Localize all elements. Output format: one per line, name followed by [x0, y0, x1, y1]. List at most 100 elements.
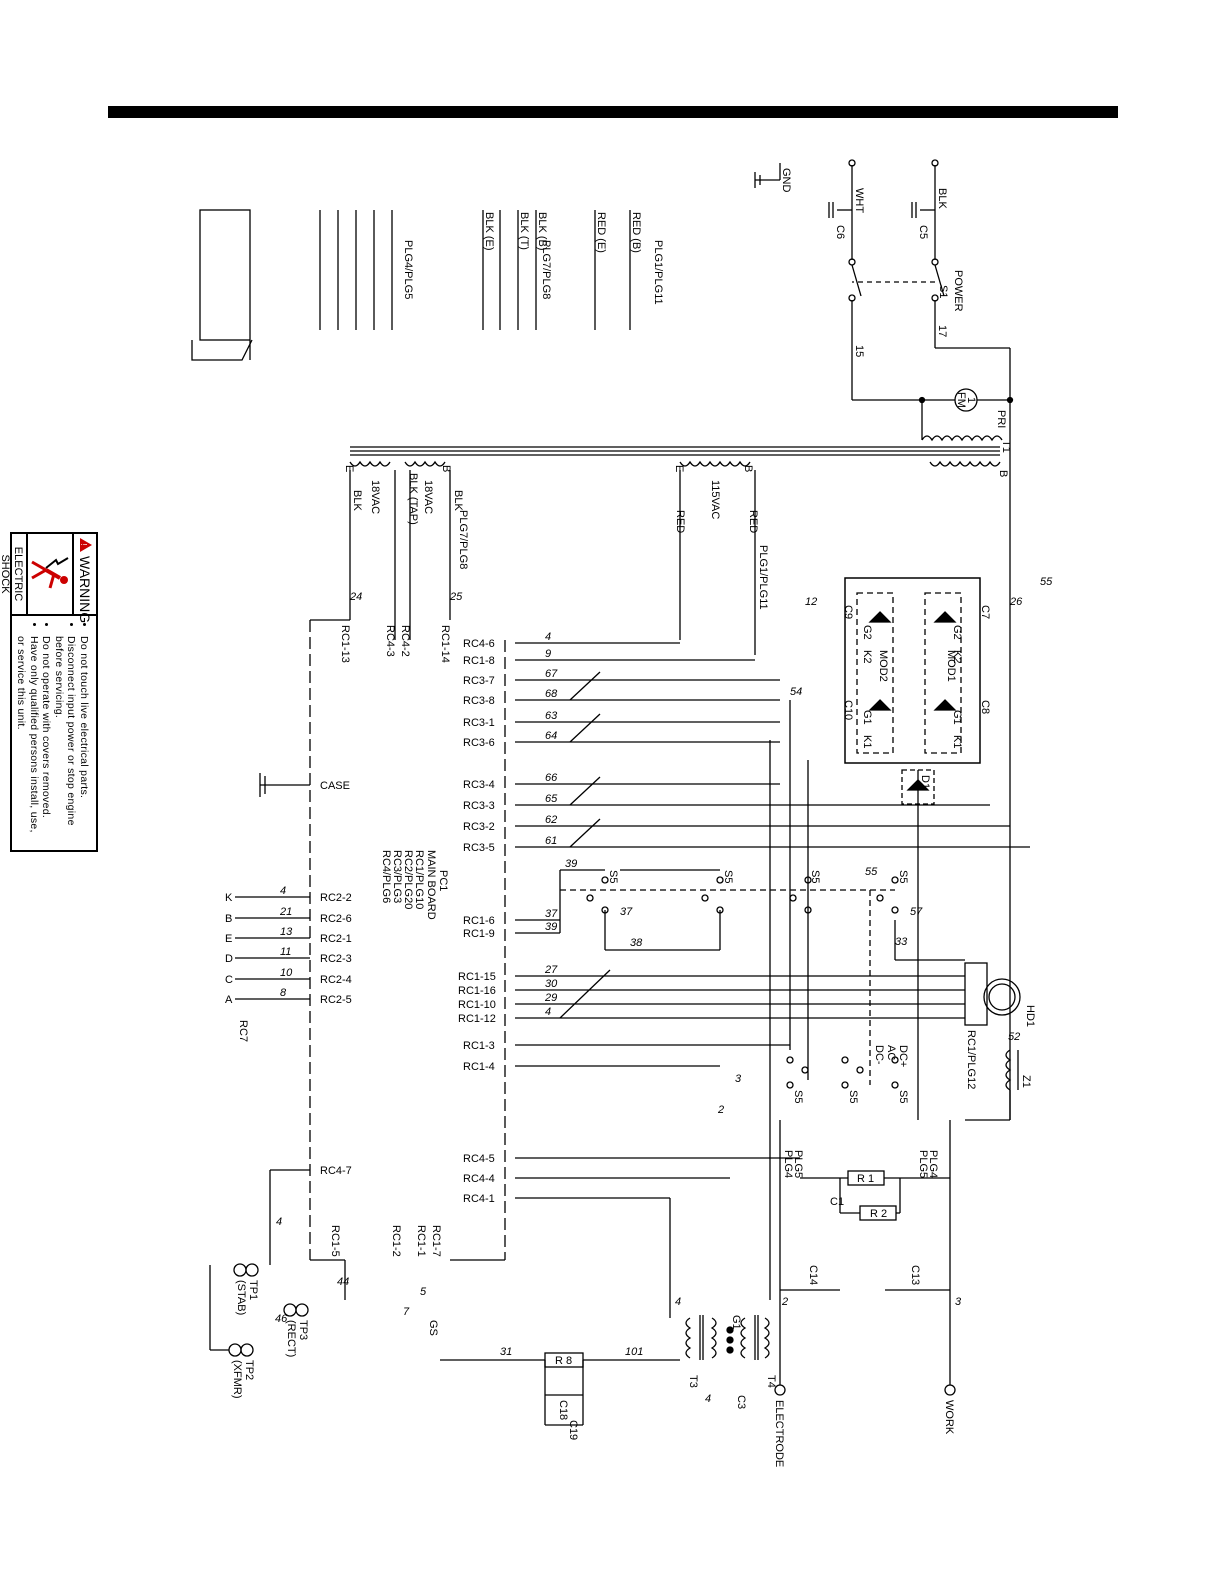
warning-instructions: Do not touch live electrical parts. Disc… [12, 616, 96, 850]
caption-line-1: ELECTRIC [12, 546, 24, 602]
svg-text:Z1: Z1 [1020, 1075, 1032, 1088]
svg-text:C: C [225, 974, 233, 986]
svg-text:RED: RED [674, 510, 686, 533]
svg-text:BLK (E): BLK (E) [483, 212, 495, 251]
svg-text:PC1: PC1 [437, 870, 449, 891]
svg-text:RC4-3: RC4-3 [384, 625, 396, 657]
svg-text:RC2-5: RC2-5 [320, 994, 352, 1006]
svg-text:RC4-6: RC4-6 [463, 638, 495, 650]
svg-text:PLG1/PLG11: PLG1/PLG11 [757, 545, 769, 610]
svg-text:12: 12 [805, 596, 817, 608]
electric-shock-warning-label: ! WARNING ELECTRIC SHOCK HAZARD Do not t… [0, 532, 98, 852]
svg-text:101: 101 [625, 1346, 643, 1358]
svg-text:26: 26 [1009, 596, 1023, 608]
svg-text:RC2/PLG20: RC2/PLG20 [402, 850, 414, 909]
svg-text:PLG5: PLG5 [917, 1150, 929, 1178]
svg-text:G1: G1 [730, 1315, 742, 1330]
svg-text:18VAC: 18VAC [369, 480, 381, 514]
svg-text:G1: G1 [951, 710, 963, 725]
svg-text:RED (E): RED (E) [595, 212, 607, 253]
svg-text:RC1-16: RC1-16 [458, 985, 496, 997]
svg-text:2: 2 [717, 1104, 724, 1116]
svg-text:RC1-3: RC1-3 [463, 1040, 495, 1052]
svg-text:61: 61 [545, 835, 557, 847]
svg-text:C13: C13 [909, 1265, 921, 1285]
svg-text:RC1-7: RC1-7 [430, 1225, 442, 1257]
svg-text:C10: C10 [842, 700, 854, 720]
svg-text:RC1-14: RC1-14 [439, 625, 451, 663]
svg-text:DC-: DC- [873, 1045, 885, 1065]
svg-text:RC4-5: RC4-5 [463, 1153, 495, 1165]
svg-text:C14: C14 [807, 1265, 819, 1285]
svg-text:RC1-1: RC1-1 [415, 1225, 427, 1257]
svg-text:PRI: PRI [995, 410, 1007, 428]
svg-text:E: E [343, 465, 355, 472]
svg-text:RC1-8: RC1-8 [463, 655, 495, 667]
svg-text:FM: FM [955, 392, 967, 408]
svg-text:55: 55 [865, 866, 878, 878]
svg-text:B: B [997, 470, 1009, 477]
svg-text:11: 11 [280, 946, 291, 958]
svg-text:115VAC: 115VAC [709, 480, 721, 519]
svg-text:AC: AC [885, 1045, 897, 1060]
svg-text:57: 57 [910, 906, 923, 918]
svg-text:T3: T3 [687, 1375, 699, 1388]
svg-text:A: A [225, 994, 233, 1006]
svg-text:52: 52 [1008, 1031, 1020, 1043]
svg-text:4: 4 [545, 631, 551, 643]
svg-text:BLK (TAP): BLK (TAP) [407, 473, 419, 525]
svg-text:RC3-7: RC3-7 [463, 675, 495, 687]
svg-text:D: D [225, 953, 233, 965]
svg-text:C7: C7 [979, 605, 991, 619]
svg-text:!: ! [80, 544, 88, 546]
svg-text:MOD2: MOD2 [877, 650, 889, 682]
svg-text:RC1-9: RC1-9 [463, 928, 495, 940]
svg-text:RC1-4: RC1-4 [463, 1061, 495, 1073]
svg-text:33: 33 [895, 936, 908, 948]
svg-text:RC4-2: RC4-2 [399, 625, 411, 657]
svg-text:C18: C18 [557, 1400, 569, 1420]
svg-text:PLG1/PLG11: PLG1/PLG11 [652, 240, 664, 305]
svg-text:RED: RED [747, 510, 759, 533]
warning-bullet: Have only qualified persons install, use… [15, 636, 41, 842]
svg-text:31: 31 [500, 1346, 512, 1358]
svg-text:WORK: WORK [943, 1400, 955, 1435]
svg-text:62: 62 [545, 814, 557, 826]
svg-text:C19: C19 [567, 1420, 579, 1440]
svg-text:CASE: CASE [320, 780, 350, 792]
svg-text:R 8: R 8 [555, 1355, 572, 1367]
svg-text:POWER: POWER [952, 270, 964, 312]
svg-text:HD1: HD1 [1024, 1005, 1036, 1027]
svg-text:B: B [440, 465, 452, 472]
svg-text:E: E [225, 933, 232, 945]
svg-text:K2: K2 [861, 650, 873, 663]
svg-text:67: 67 [545, 668, 558, 680]
warning-title: WARNING [77, 556, 93, 624]
svg-text:RC4/PLG6: RC4/PLG6 [380, 850, 392, 903]
svg-text:64: 64 [545, 730, 557, 742]
warning-bullet: Disconnect input power or stop engine be… [53, 636, 78, 842]
svg-text:RC2-4: RC2-4 [320, 974, 352, 986]
svg-text:RC4-4: RC4-4 [463, 1173, 495, 1185]
svg-text:25: 25 [449, 591, 463, 603]
svg-text:RC2-2: RC2-2 [320, 892, 352, 904]
svg-text:BLK: BLK [351, 490, 363, 511]
svg-text:39: 39 [565, 858, 577, 870]
warning-bullet: Do not operate with covers removed. [40, 636, 53, 842]
svg-text:RC1/PLG12: RC1/PLG12 [965, 1030, 977, 1089]
svg-text:S5: S5 [607, 870, 619, 883]
svg-text:2: 2 [781, 1296, 788, 1308]
svg-text:RC4-7: RC4-7 [320, 1165, 352, 1177]
svg-text:4: 4 [705, 1393, 711, 1405]
svg-text:GND: GND [780, 168, 792, 193]
svg-text:S5: S5 [809, 870, 821, 883]
svg-text:G2: G2 [951, 625, 963, 640]
svg-text:RC2-3: RC2-3 [320, 953, 352, 965]
svg-text:RC3-2: RC3-2 [463, 821, 495, 833]
svg-text:38: 38 [630, 937, 643, 949]
svg-text:K2: K2 [951, 650, 963, 663]
svg-text:RC1-5: RC1-5 [329, 1225, 341, 1257]
svg-text:GS: GS [427, 1320, 439, 1336]
svg-text:46: 46 [275, 1313, 288, 1325]
